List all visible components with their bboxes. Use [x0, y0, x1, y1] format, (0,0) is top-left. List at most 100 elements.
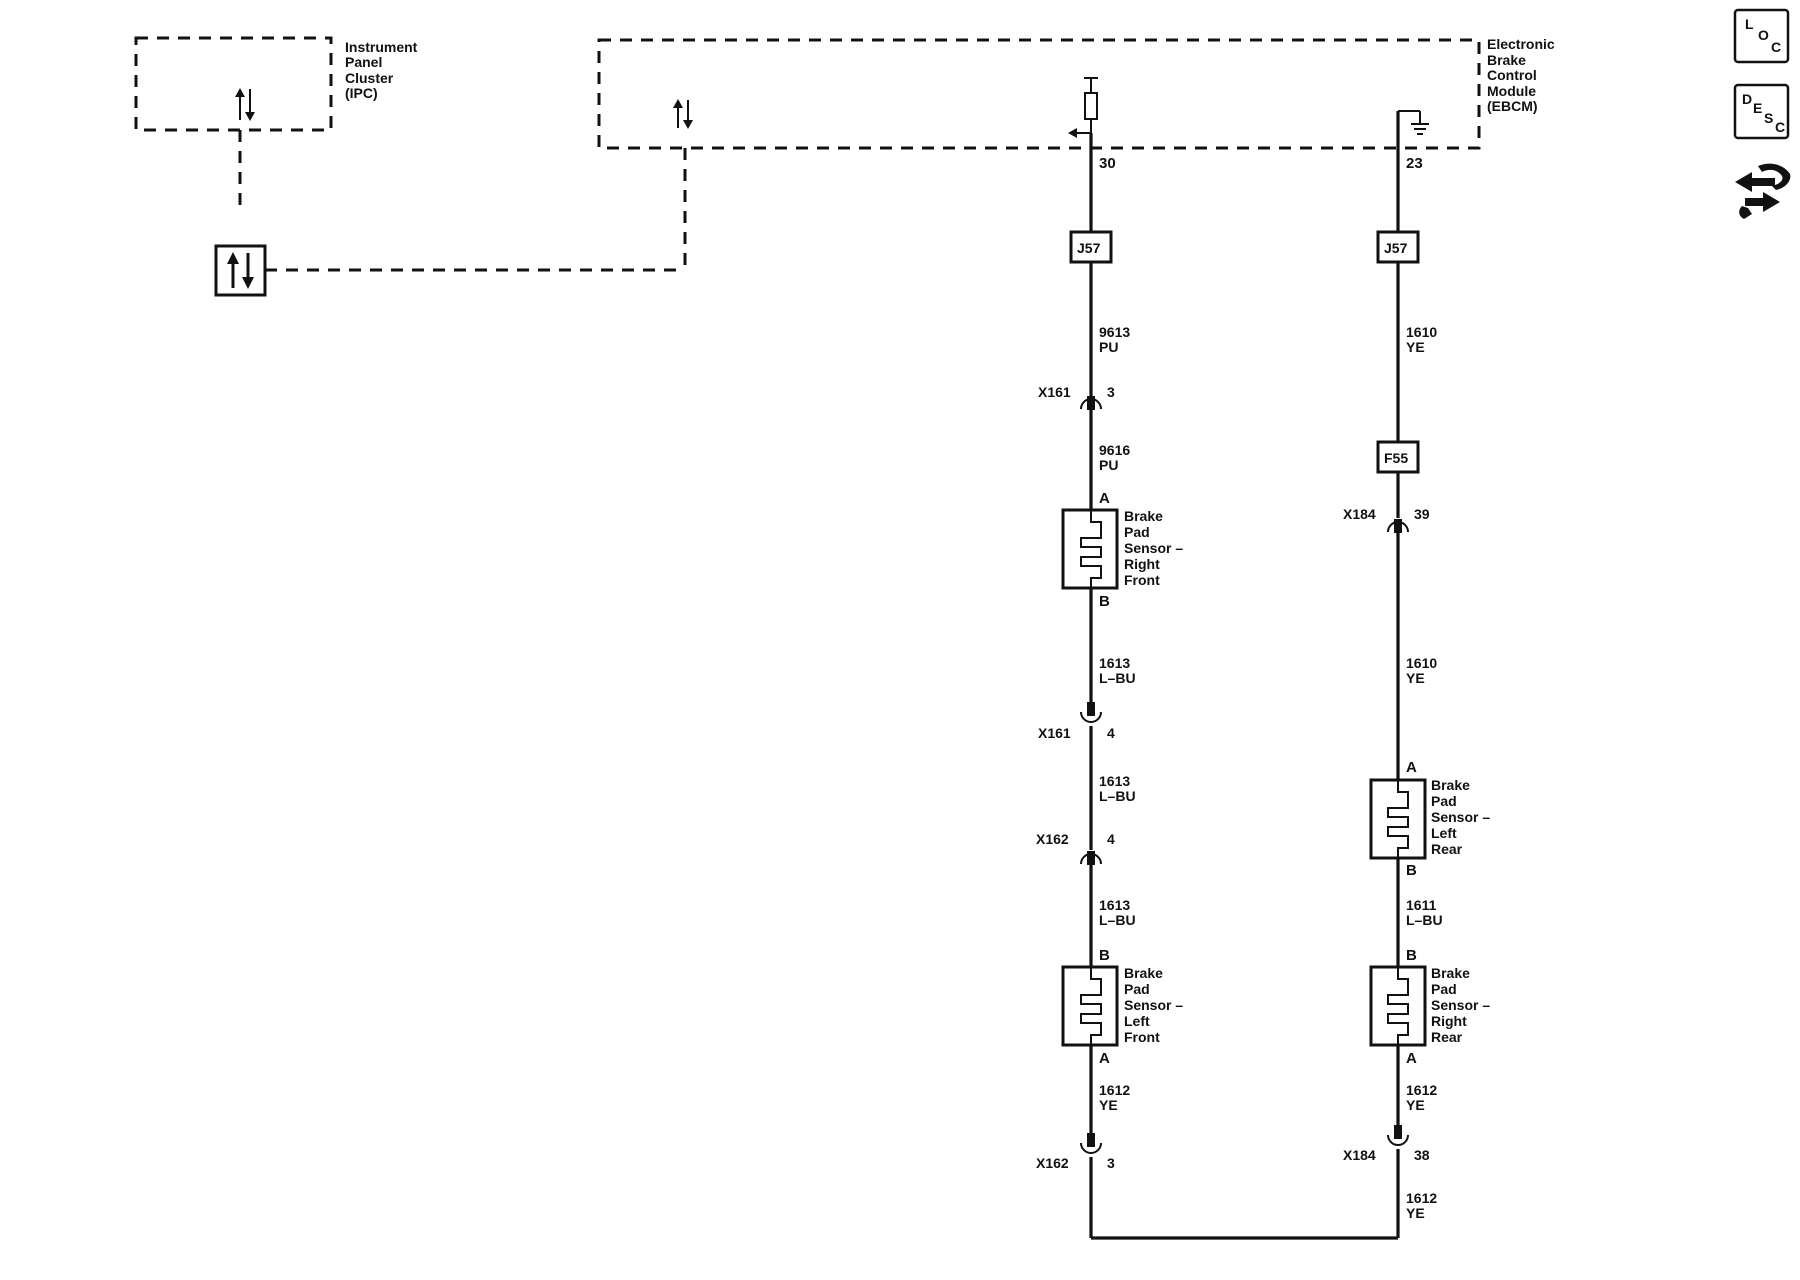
sensor-label-line: Pad: [1431, 981, 1457, 997]
connector-x184-pin-39[interactable]: X184 39: [1343, 506, 1430, 533]
splice-box: [1069, 230, 1113, 264]
connector-x161-pin-4[interactable]: X161 4: [1038, 702, 1115, 741]
wire-label-1613: 1613 L–BU: [1099, 897, 1136, 928]
wire-circuit-number: 1613: [1099, 773, 1130, 789]
wire-circuit-number: 1610: [1406, 324, 1437, 340]
wire-label-1613: 1613 L–BU: [1099, 655, 1136, 686]
wire-circuit-number: 1613: [1099, 897, 1130, 913]
connector-pin: 39: [1414, 506, 1430, 522]
ipc-label: Instrument Panel Cluster (IPC): [345, 39, 421, 101]
connector-name: X161: [1038, 725, 1071, 741]
description-icon-letter: S: [1764, 110, 1773, 126]
ebcm-label-line: Control: [1487, 67, 1537, 83]
serial-data-link[interactable]: [214, 130, 687, 297]
ebcm-module[interactable]: Electronic Brake Control Module (EBCM): [597, 36, 1559, 150]
wire-color: L–BU: [1099, 788, 1136, 804]
ipc-label-line: Cluster: [345, 70, 394, 86]
location-icon-letter: L: [1745, 16, 1754, 32]
wire-color: L–BU: [1406, 912, 1443, 928]
fuse-box: [1376, 440, 1420, 474]
connector-x184-pin-38[interactable]: X184 38: [1343, 1125, 1430, 1163]
fuse-f55[interactable]: F55: [1376, 440, 1420, 474]
wire-color: PU: [1099, 457, 1118, 473]
sensor-label: Brake Pad Sensor – Right Front: [1124, 508, 1187, 588]
connector-name: X184: [1343, 1147, 1376, 1163]
description-icon-letter: C: [1775, 119, 1785, 135]
wire-label-1612: 1612 YE: [1406, 1190, 1441, 1221]
sensor-pin-bottom: A: [1406, 1050, 1417, 1067]
connector-pin: 4: [1107, 831, 1115, 847]
location-icon[interactable]: L O C: [1733, 8, 1790, 64]
description-icon[interactable]: D E S C: [1733, 83, 1790, 140]
ipc-module-boundary: [134, 36, 333, 132]
ipc-label-line: Instrument: [345, 39, 418, 55]
sensor-label-line: Rear: [1431, 841, 1463, 857]
description-icon-letter: D: [1742, 91, 1752, 107]
ebcm-serial-data-arrows-icon: [673, 99, 693, 129]
wire-color: PU: [1099, 339, 1118, 355]
sensor-label-line: Brake: [1124, 965, 1163, 981]
sensor-label: Brake Pad Sensor – Left Rear: [1431, 777, 1494, 857]
connector-pin: 4: [1107, 725, 1115, 741]
sensor-label-line: Right: [1431, 1013, 1467, 1029]
connector-terminal: [1087, 1133, 1095, 1147]
ebcm-module-boundary: [597, 38, 1481, 150]
sensor-pin-top: A: [1406, 759, 1417, 776]
sensor-label-line: Rear: [1431, 1029, 1463, 1045]
sensor-label-line: Brake: [1124, 508, 1163, 524]
wire-label-1612: 1612 YE: [1406, 1082, 1441, 1113]
sensor-element-icon: [1387, 780, 1409, 858]
ebcm-pin-23-ground-icon: [1398, 110, 1429, 135]
location-icon-letter: C: [1771, 39, 1781, 55]
connector-name: X161: [1038, 384, 1071, 400]
ebcm-pin-23: 23: [1406, 155, 1423, 172]
ebcm-label: Electronic Brake Control Module (EBCM): [1487, 36, 1559, 114]
connector-pin: 3: [1107, 1155, 1115, 1171]
sensor-label-line: Sensor –: [1124, 540, 1183, 556]
ebcm-pin-30: 30: [1099, 155, 1116, 172]
connector-x161-pin-3[interactable]: X161 3: [1038, 384, 1115, 410]
connector-name: X184: [1343, 506, 1376, 522]
ebcm-pin-30-signal-icon: [1068, 77, 1098, 138]
wire-color: YE: [1406, 339, 1425, 355]
splice-j57-left[interactable]: J57: [1069, 230, 1113, 264]
connector-symbol: [1387, 1134, 1409, 1146]
sensor-brake-pad-left-rear[interactable]: A B Brake Pad Sensor – Left Rear: [1369, 759, 1494, 879]
connector-symbol: [1080, 711, 1102, 723]
splice-box: [1376, 230, 1420, 264]
wire-label-1610: 1610 YE: [1406, 324, 1441, 355]
wire-color: L–BU: [1099, 912, 1136, 928]
splice-label: J57: [1384, 240, 1408, 256]
sensor-label-line: Pad: [1124, 981, 1150, 997]
ebcm-label-line: (EBCM): [1487, 98, 1538, 114]
connector-end-view-icon[interactable]: [1735, 163, 1791, 219]
connector-pin: 3: [1107, 384, 1115, 400]
sensor-element-icon: [1387, 967, 1409, 1045]
connector-x162-pin-3[interactable]: X162 3: [1036, 1133, 1115, 1171]
sensor-label-line: Brake: [1431, 965, 1470, 981]
sensor-brake-pad-left-front[interactable]: B A Brake Pad Sensor – Left Front: [1061, 947, 1187, 1067]
ipc-module[interactable]: Instrument Panel Cluster (IPC): [134, 36, 421, 132]
sensor-pin-top: A: [1099, 490, 1110, 507]
ipc-serial-data-arrows-icon: [235, 88, 255, 121]
sensor-label-line: Left: [1124, 1013, 1150, 1029]
ebcm-label-line: Electronic: [1487, 36, 1555, 52]
sensor-brake-pad-right-front[interactable]: A B Brake Pad Sensor – Right Front: [1061, 490, 1187, 610]
connector-terminal: [1087, 396, 1095, 410]
connector-x162-pin-4[interactable]: X162 4: [1036, 831, 1115, 865]
splice-label: J57: [1077, 240, 1101, 256]
sensor-brake-pad-right-rear[interactable]: B A Brake Pad Sensor – Right Rear: [1369, 947, 1494, 1067]
sensor-label: Brake Pad Sensor – Left Front: [1124, 965, 1187, 1045]
wire-circuit-number: 1612: [1406, 1190, 1437, 1206]
wire-label-1613: 1613 L–BU: [1099, 773, 1136, 804]
wire-circuit-number: 1613: [1099, 655, 1130, 671]
serial-data-symbol: [214, 244, 267, 297]
connector-terminal: [1087, 702, 1095, 716]
ipc-label-line: (IPC): [345, 85, 378, 101]
splice-j57-right[interactable]: J57: [1376, 230, 1420, 264]
connector-terminal: [1394, 519, 1402, 533]
wire-color: YE: [1406, 670, 1425, 686]
wire-label-9613: 9613 PU: [1099, 324, 1134, 355]
sensor-label-line: Pad: [1431, 793, 1457, 809]
